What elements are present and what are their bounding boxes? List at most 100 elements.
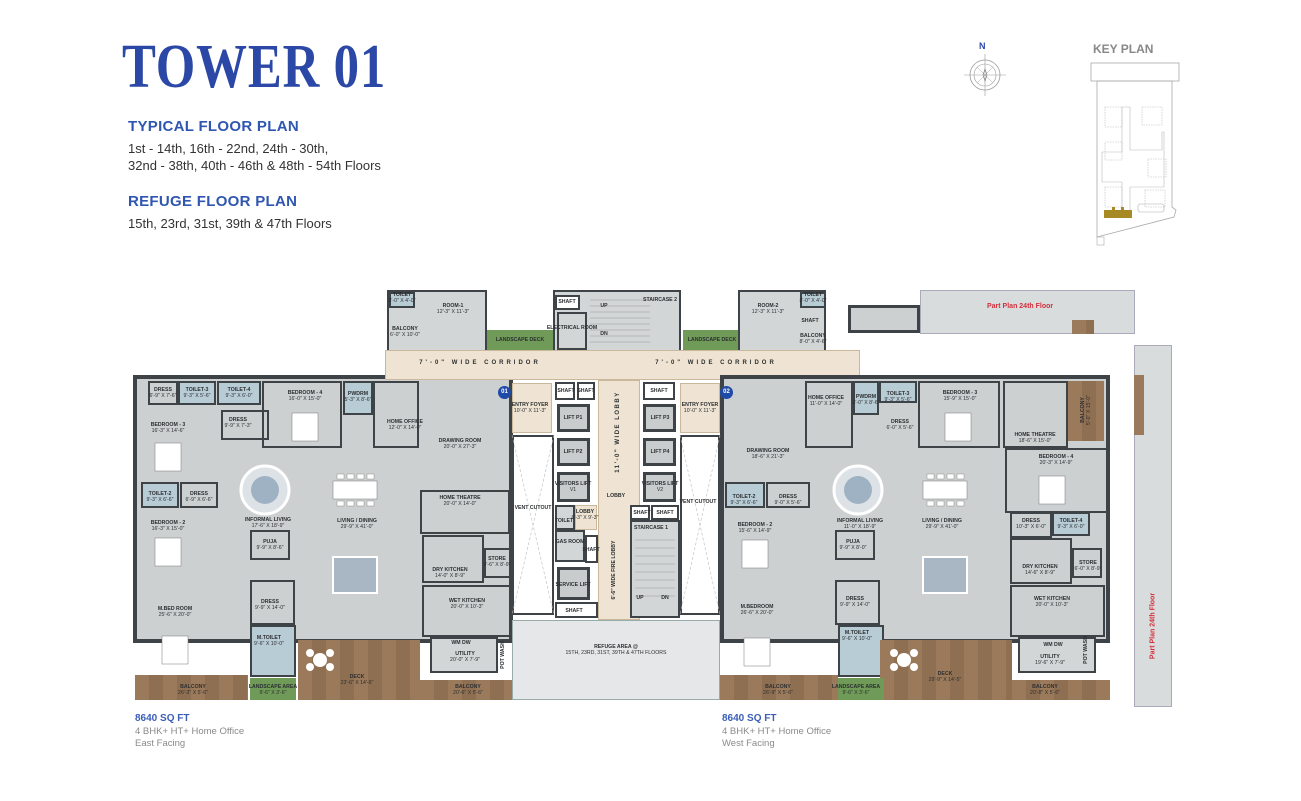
east-deck xyxy=(298,640,420,700)
landscape-deck-left xyxy=(487,330,553,352)
room-name: PWDRM xyxy=(347,391,369,397)
tower-title: TOWER 01 xyxy=(122,33,387,101)
room-dimensions: 17'-6" X 18'-9" xyxy=(251,523,285,529)
room-dimensions: 12'-3" X 11'-3" xyxy=(436,309,470,315)
refuge-area xyxy=(512,620,720,700)
room-name: LANDSCAPE DECK xyxy=(495,337,545,343)
room-dimensions: 26'-6" X 20'-0" xyxy=(740,610,774,616)
room-dimensions: 29'-9" X 41'-0" xyxy=(925,524,959,530)
west-dry-kitchen xyxy=(1010,538,1072,584)
west-master-toilet xyxy=(838,625,884,677)
lift-p3 xyxy=(643,404,676,432)
room-dimensions: 9'-9" X 14'-0" xyxy=(840,602,870,608)
east-unit-facing: East Facing xyxy=(135,738,186,749)
room-dimensions: 9'-3" X 6'-6" xyxy=(730,500,758,506)
unit-01-badge: 01 xyxy=(498,386,511,399)
core-room-2-block xyxy=(738,290,826,352)
room-dimensions: V1 xyxy=(569,487,577,493)
east-home-office xyxy=(373,381,419,448)
typical-floors-line-2: 32nd - 38th, 40th - 46th & 48th - 54th F… xyxy=(128,158,381,173)
room-name: BEDROOM - 4 xyxy=(1038,454,1074,460)
room-label: SHAFT xyxy=(565,608,582,614)
room-dimensions: 26'-3" X 5'-6" xyxy=(178,690,208,696)
electrical-room xyxy=(557,312,587,350)
room-dimensions: 15TH, 23RD, 31ST, 39TH & 47TH FLOORS xyxy=(565,650,667,656)
west-balcony-2 xyxy=(1012,680,1110,700)
room-name: LOBBY xyxy=(606,493,626,499)
east-toilet-3 xyxy=(178,381,216,405)
room-label: SHAFT xyxy=(557,388,574,394)
room-dimensions: 9'-6" X 3'-6" xyxy=(259,690,287,696)
room-dimensions: 20'-0" X 14'-0" xyxy=(443,501,477,507)
room-dimensions: 9'-9" X 7'-3" xyxy=(224,423,252,429)
room-dimensions: 14'-0" X 8'-9" xyxy=(435,573,465,579)
room-name: ENTRY FOYER xyxy=(511,402,549,408)
room-name: UTILITY xyxy=(1040,654,1060,660)
lift-p4 xyxy=(643,438,676,466)
room-label: LOBBY xyxy=(607,493,625,499)
part-plan-top-fragment xyxy=(848,305,920,333)
room-name: DECK xyxy=(937,671,953,677)
room-label: UP xyxy=(636,595,643,601)
room-label: VENT CUTOUT xyxy=(515,505,552,511)
room-name: DRAWING ROOM xyxy=(438,438,482,444)
west-landscape-area xyxy=(838,678,884,700)
west-unit-area: 8640 SQ FT xyxy=(722,713,777,724)
shaft-a xyxy=(555,382,575,400)
key-plan-title: KEY PLAN xyxy=(1093,42,1154,56)
room-dimensions: 9'-3" X 5'-6" xyxy=(183,393,211,399)
room-name: DRAWING ROOM xyxy=(746,448,790,454)
room-name: PUJA xyxy=(846,539,860,545)
west-dress-4 xyxy=(835,580,880,625)
shaft-g xyxy=(555,602,598,618)
room-dimensions: 20'-0" X 10'-3" xyxy=(1035,602,1069,608)
shaft-top xyxy=(555,295,580,310)
room-dimensions: 18'-6" X 15'-0" xyxy=(1018,438,1052,444)
room-name: LIFT P2 xyxy=(563,449,583,455)
room-name: LIFT P3 xyxy=(650,415,670,421)
room-name: LIFT P1 xyxy=(563,415,583,421)
room-name: UP xyxy=(600,303,608,309)
room-dimensions: 20'-0" X 10'-3" xyxy=(450,604,484,610)
room-name: REFUGE AREA @ xyxy=(594,644,638,650)
east-wet-kitchen xyxy=(422,585,512,637)
room-dimensions: 9'-9" X 8'-6" xyxy=(256,545,284,551)
room-name: TOILET-3 xyxy=(886,391,910,397)
west-unit-floor xyxy=(720,375,1110,643)
east-store xyxy=(484,548,512,578)
part-plan-top xyxy=(920,290,1135,334)
room-name: DN xyxy=(661,595,669,601)
room-dimensions: 10'-0" X 11'-3" xyxy=(683,408,717,414)
room-name: LIFT P4 xyxy=(650,449,670,455)
room-name: STAIRCASE 2 xyxy=(643,297,677,303)
room-name: ROOM-2 xyxy=(757,303,779,309)
room-label: SERVICE LIFT xyxy=(555,582,590,588)
room-dimensions: 6'-9" X 7'-6" xyxy=(149,393,177,399)
room-name: SHAFT xyxy=(558,299,576,305)
east-landscape-area xyxy=(250,678,296,700)
staircase-1 xyxy=(630,520,680,618)
room-dimensions: 9'-9" X 8'-0" xyxy=(839,545,867,551)
lift-v2 xyxy=(643,472,676,502)
small-lobby xyxy=(575,505,597,530)
room-name: TOILET-4 xyxy=(227,387,251,393)
